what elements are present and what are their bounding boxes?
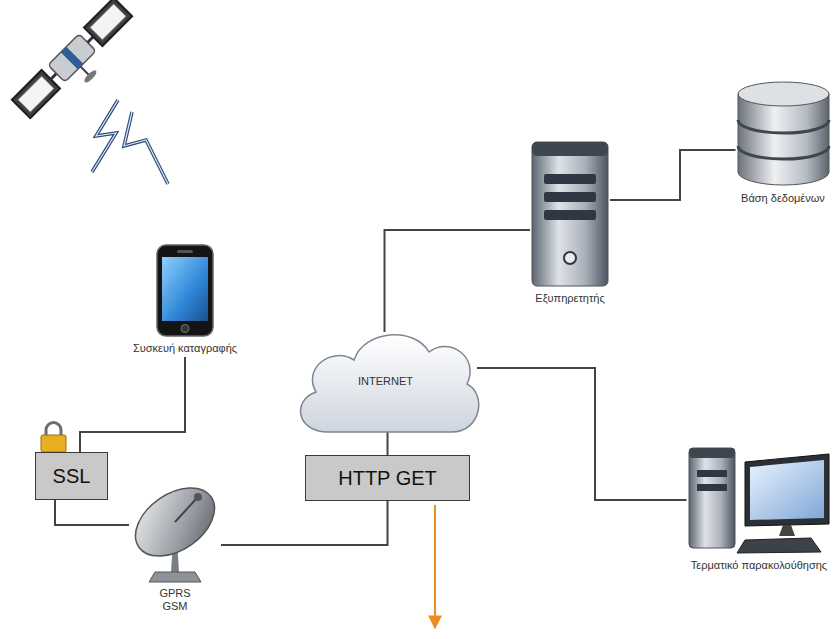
server-bay [544,210,596,220]
connector-line [610,150,736,200]
output-arrow [434,505,436,628]
connector-line [55,500,129,525]
database-body [738,94,829,185]
signal-bolt [92,100,118,172]
server-top [532,142,608,156]
dish-feed-arm [175,498,197,522]
pc-drive [697,484,727,491]
protocol-box: SSL [35,452,108,500]
node-text: SSL [47,465,97,487]
antenna-dish: GPRS GSM [120,478,230,613]
node-label: Εξυπηρετητής [535,292,604,305]
database-band [738,120,829,133]
node-label: Τερματικό παρακολούθησης [691,559,827,572]
monitor-stand [779,525,795,536]
connector-line [477,368,687,500]
server-button [564,252,576,264]
dish-base [149,572,201,582]
lock-icon [41,423,66,452]
server-icon-figure [530,140,610,288]
pc-drive [697,470,727,477]
phone-button [181,325,189,333]
icon-drawing [155,243,215,338]
signal-bolt [124,112,168,184]
icon-drawing [736,80,831,188]
internet-cloud: INTERNET [288,322,483,440]
server-case [532,142,608,286]
database-top [738,82,829,106]
database-icon: Βάση δεδομένων [733,80,833,205]
terminal-icon-figure [687,440,832,555]
recorder-device: Συσκευή καταγραφής [130,243,240,355]
antenna-dish-figure [125,478,225,583]
node-label: GPRS GSM [155,587,195,613]
pc-tower-top [689,448,735,458]
keyboard [737,538,821,553]
database-icon-figure [736,80,831,188]
terminal-icon: Τερματικό παρακολούθησης [684,440,834,572]
node-text: INTERNET [358,375,413,388]
connector-line [385,230,531,332]
phone-speaker [177,250,193,253]
database-band [738,146,829,159]
icon-drawing [687,440,832,555]
signal-bolt [124,112,168,184]
phone-body [157,245,213,336]
connector-line [80,357,185,452]
phone-screen [162,257,208,321]
monitor-frame [745,454,829,526]
server-bay [544,174,596,184]
recorder-device-figure [155,243,215,338]
node-label: Συσκευή καταγραφής [133,342,237,355]
node-label: Βάση δεδομένων [741,192,825,205]
dish-reflector [125,478,225,570]
icon-drawing [530,140,610,288]
satellite-icon [12,0,144,129]
server-icon: Εξυπηρετητής [520,140,620,305]
cloud-shape [301,335,479,432]
pc-tower [689,448,735,548]
node-text: HTTP GET [332,467,443,489]
connector-line [221,501,388,545]
monitor-screen [750,460,824,520]
connector-line [387,432,389,455]
dish-feed [194,493,202,501]
protocol-box: HTTP GET [305,455,470,501]
signal-bolt [92,100,118,172]
server-bay [544,192,596,202]
icon-drawing [125,478,225,583]
